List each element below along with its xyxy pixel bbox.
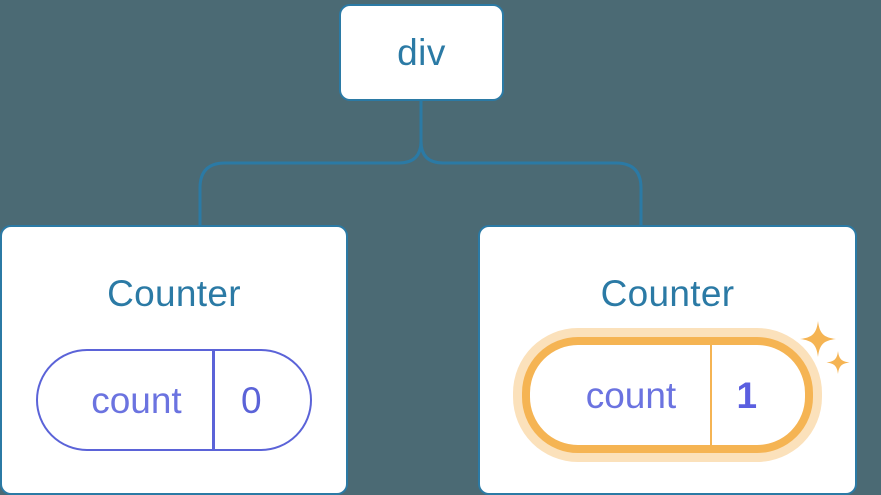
state-pill-right-value: 1	[712, 345, 805, 445]
node-counter-right[interactable]: Counter count 1	[478, 225, 857, 495]
state-pill-right-divider	[709, 345, 713, 445]
state-pill-left-divider	[212, 351, 215, 449]
state-value-label: 0	[240, 379, 262, 421]
counter-right-title: Counter	[600, 273, 735, 314]
node-counter-left[interactable]: Counter count 0	[0, 225, 348, 495]
state-key-label: count	[585, 374, 677, 416]
counter-left-state-wrap: count 0	[2, 349, 346, 451]
connector-right	[419, 99, 643, 228]
root-node-label: div	[397, 32, 446, 73]
counter-left-title: Counter	[107, 273, 241, 314]
state-pill-left[interactable]: count 0	[36, 349, 312, 451]
state-key-label: count	[91, 379, 182, 421]
state-pill-left-key: count	[38, 351, 212, 449]
state-pill-right-key: count	[530, 345, 710, 445]
state-pill-left-value: 0	[215, 351, 310, 449]
state-pill-right[interactable]: count 1	[521, 337, 814, 453]
node-root-div[interactable]: div	[339, 4, 504, 101]
connector-left	[198, 99, 423, 228]
state-value-label: 1	[736, 374, 758, 416]
counter-right-state-wrap: count 1	[480, 337, 855, 453]
